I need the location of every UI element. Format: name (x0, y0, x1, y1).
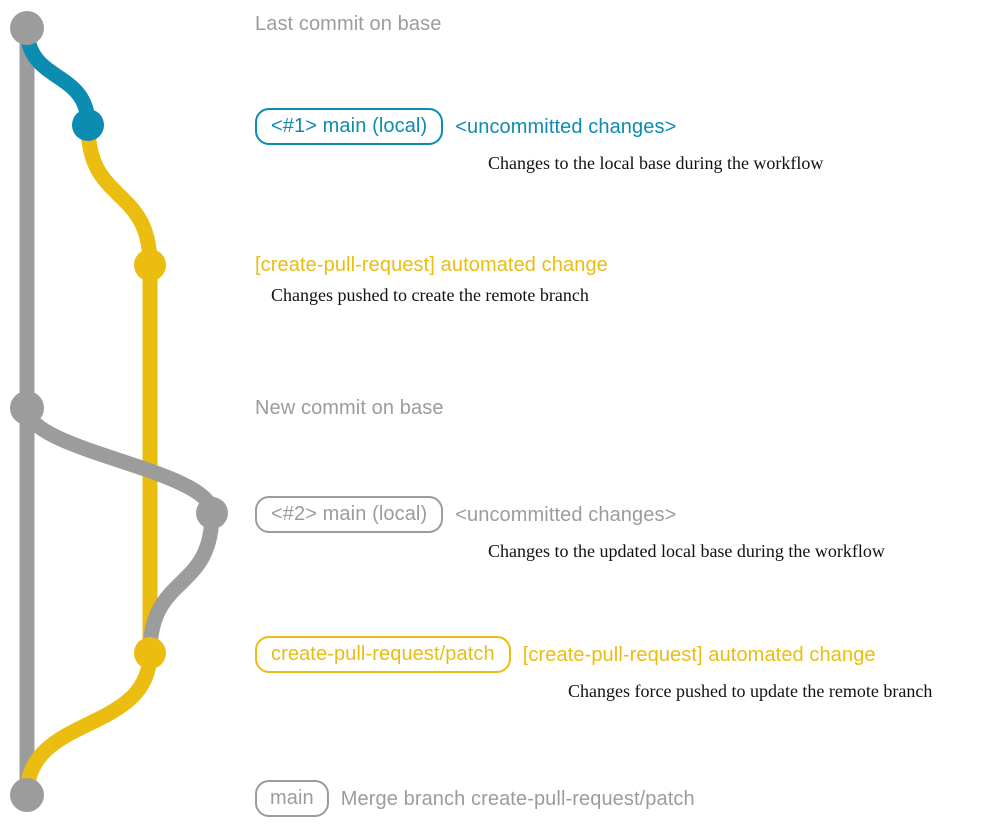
annotation-automated-change-1: [create-pull-request] automated change C… (255, 253, 608, 306)
commit-subject-last-commit-on-base: Last commit on base (255, 13, 442, 35)
edge-base2-to-local2 (19, 400, 220, 521)
annotation-last-commit-on-base: Last commit on base (255, 12, 441, 36)
annotation-headrow: <#2> main (local) <uncommitted changes> (255, 496, 885, 533)
commit-body-uncommitted-2: Changes to the updated local base during… (488, 541, 885, 561)
edge-local1-to-patch1 (80, 117, 158, 273)
annotation-headrow: <#1> main (local) <uncommitted changes> (255, 108, 823, 145)
commit-node-base-new[interactable] (10, 391, 44, 425)
annotation-merge-commit: main Merge branch create-pull-request/pa… (255, 780, 695, 817)
commit-node-local-uncommitted-1[interactable] (72, 109, 104, 141)
commit-node-local-uncommitted-2[interactable] (196, 497, 228, 529)
ref-badge-main[interactable]: main (255, 780, 329, 817)
annotation-headrow: create-pull-request/patch [create-pull-r… (255, 636, 932, 673)
edge-patch2-to-merge (19, 645, 158, 803)
commit-body-automated-change-2: Changes force pushed to update the remot… (568, 681, 933, 701)
commit-subject-merge: Merge branch create-pull-request/patch (340, 787, 695, 810)
annotation-local-uncommitted-2: <#2> main (local) <uncommitted changes> … (255, 496, 885, 562)
edge-base-to-local1 (19, 20, 96, 133)
annotation-headrow: Last commit on base (255, 12, 441, 36)
commit-node-automated-change-1[interactable] (134, 249, 166, 281)
annotation-local-uncommitted-1: <#1> main (local) <uncommitted changes> … (255, 108, 823, 174)
annotation-headrow: [create-pull-request] automated change (255, 253, 608, 277)
commit-subject-automated-change-2: [create-pull-request] automated change (522, 643, 876, 666)
commit-node-merge[interactable] (10, 778, 44, 812)
annotation-headrow: New commit on base (255, 396, 444, 420)
ref-badge-create-pull-request-patch[interactable]: create-pull-request/patch (255, 636, 511, 673)
ref-badge-main-local-1[interactable]: <#1> main (local) (255, 108, 444, 145)
commit-node-automated-change-2[interactable] (134, 637, 166, 669)
annotation-new-commit-on-base: New commit on base (255, 396, 444, 420)
commit-node-base-head[interactable] (10, 11, 44, 45)
commit-subject-automated-change-1: [create-pull-request] automated change (255, 254, 608, 276)
commit-subject-new-commit-on-base: New commit on base (255, 397, 444, 419)
annotation-automated-change-2: create-pull-request/patch [create-pull-r… (255, 636, 932, 702)
commit-body-automated-change-1: Changes pushed to create the remote bran… (271, 285, 589, 305)
ref-badge-main-local-2[interactable]: <#2> main (local) (255, 496, 444, 533)
commit-body-uncommitted-1: Changes to the local base during the wor… (488, 153, 824, 173)
commit-subject-uncommitted-2: <uncommitted changes> (455, 503, 677, 526)
annotation-headrow: main Merge branch create-pull-request/pa… (255, 780, 695, 817)
commit-subject-uncommitted-1: <uncommitted changes> (455, 115, 677, 138)
edge-local2-to-patch2 (142, 505, 220, 661)
